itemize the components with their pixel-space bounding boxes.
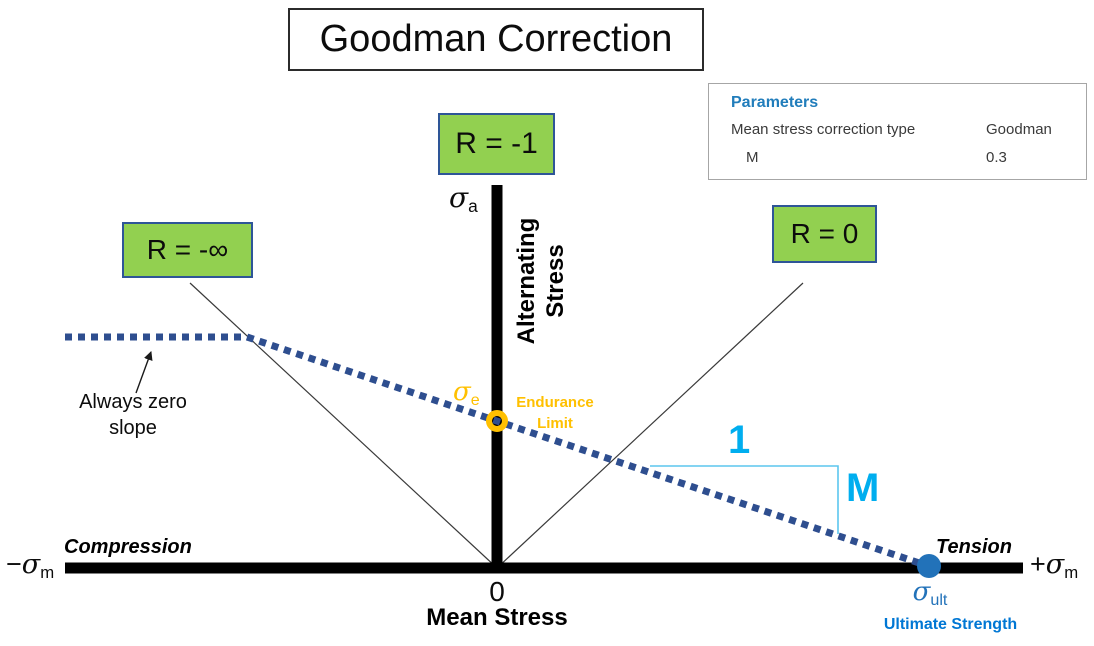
compression-label: Compression bbox=[64, 536, 192, 558]
annotation-line: slope bbox=[109, 417, 157, 439]
plus-sign: + bbox=[1030, 549, 1046, 579]
parameters-header: Parameters bbox=[731, 94, 819, 111]
r-negative-infinity-label-box: R = -∞ bbox=[122, 222, 253, 278]
tension-label: Tension bbox=[936, 536, 1012, 558]
sigma-subscript: m bbox=[40, 562, 55, 582]
slope-rise-label: M bbox=[846, 466, 880, 510]
slope-run-label: 1 bbox=[728, 418, 751, 462]
sigma-glyph: σ bbox=[912, 577, 931, 607]
ultimate-strength-label: Ultimate Strength bbox=[883, 616, 1018, 633]
r-minus-1-label-box: R = -1 bbox=[438, 113, 555, 175]
sigma-subscript: a bbox=[468, 195, 478, 216]
r-negative-infinity-line bbox=[189, 282, 498, 569]
r-zero-line bbox=[496, 282, 804, 569]
negative-sigma-m-label: −σm bbox=[6, 549, 55, 582]
sigma-subscript: ult bbox=[930, 590, 948, 609]
annotation-line: Limit bbox=[537, 415, 573, 432]
diagram-title: Goodman Correction bbox=[288, 8, 704, 71]
sigma-e-symbol: σe bbox=[453, 376, 480, 409]
origin-label: 0 bbox=[489, 576, 505, 607]
positive-sigma-m-label: +σm bbox=[1030, 549, 1079, 582]
parameter-value: Goodman bbox=[986, 121, 1052, 138]
ultimate-point bbox=[917, 554, 941, 578]
sigma-glyph: σ bbox=[21, 549, 41, 580]
endurance-limit-label: Endurance Limit bbox=[502, 392, 608, 434]
annotation-line: Always zero bbox=[79, 391, 187, 413]
sigma-subscript: e bbox=[470, 390, 480, 409]
axis-label-line: Stress bbox=[542, 244, 569, 318]
alternating-stress-axis-label: Alternating Stress bbox=[512, 185, 570, 377]
sigma-a-symbol: σa bbox=[449, 181, 478, 216]
zero-slope-arrow bbox=[135, 351, 153, 394]
sigma-glyph: σ bbox=[449, 181, 469, 214]
slope-triangle bbox=[650, 465, 839, 534]
parameters-panel: Parameters Mean stress correction type G… bbox=[708, 83, 1087, 180]
sigma-subscript: m bbox=[1064, 562, 1079, 582]
always-zero-slope-annotation: Always zero slope bbox=[66, 389, 200, 441]
sigma-ult-symbol: σult bbox=[880, 576, 980, 609]
parameter-label: M bbox=[746, 149, 759, 166]
goodman-line bbox=[65, 333, 930, 570]
annotation-line: Endurance bbox=[516, 394, 594, 411]
parameter-label: Mean stress correction type bbox=[731, 121, 916, 138]
sigma-glyph: σ bbox=[453, 377, 471, 407]
minus-sign: − bbox=[6, 549, 22, 579]
axis-label-line: Alternating bbox=[513, 217, 540, 345]
r-zero-label-box: R = 0 bbox=[772, 205, 877, 263]
mean-stress-axis-label: Mean Stress bbox=[426, 604, 568, 631]
endurance-point bbox=[486, 410, 508, 432]
parameter-value: 0.3 bbox=[986, 149, 1007, 166]
sigma-glyph: σ bbox=[1045, 549, 1065, 580]
